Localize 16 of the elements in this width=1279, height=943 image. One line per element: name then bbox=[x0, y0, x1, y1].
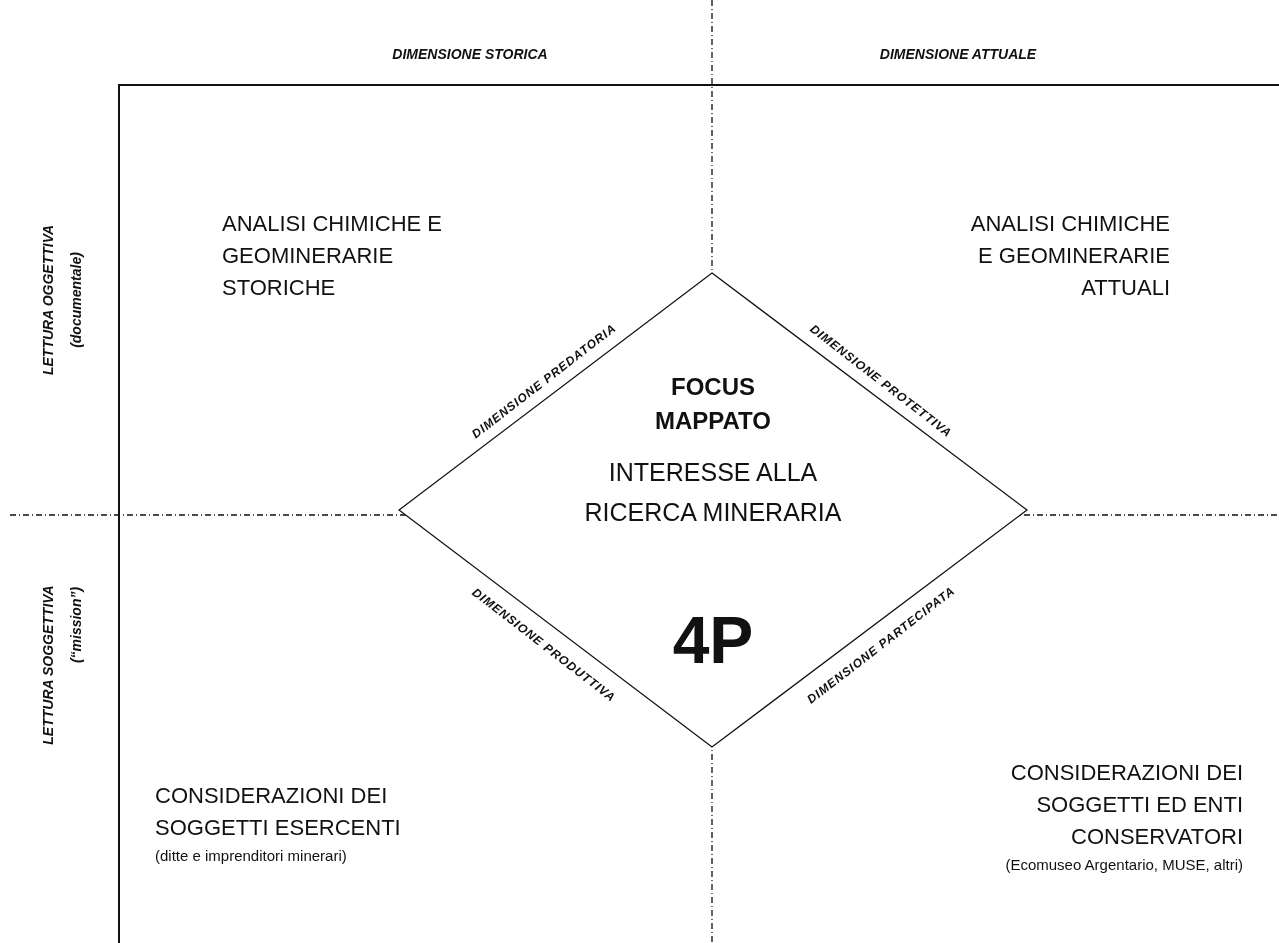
row-heading: LETTURA SOGGETTIVA bbox=[40, 585, 56, 745]
quadrant-text: CONSIDERAZIONI DEI SOGGETTI ESERCENTI bbox=[155, 782, 402, 842]
focus-text: INTERESSE ALLA RICERCA MINERARIA bbox=[583, 457, 843, 528]
row-heading: LETTURA OGGETTIVA bbox=[40, 224, 56, 376]
quadrant-text: ANALISI CHIMICHE E GEOMINERARIE STORICHE bbox=[222, 210, 444, 302]
quadrant-text: ANALISI CHIMICHE E GEOMINERARIE ATTUALI bbox=[969, 210, 1170, 302]
quadrant-text: CONSIDERAZIONI DEI SOGGETTI ED ENTI CONSERVATORI bbox=[1009, 759, 1243, 851]
row-note: (documentale) bbox=[68, 252, 84, 348]
quadrant-note: (ditte e imprenditori minerari) bbox=[155, 846, 348, 866]
quadrant-note: (Ecomuseo Argentario, MUSE, altri) bbox=[1004, 855, 1243, 875]
focus-code: 4P bbox=[671, 602, 755, 678]
row-note: (“mission”) bbox=[68, 586, 84, 664]
focus-title: FOCUS MAPPATO bbox=[654, 372, 772, 436]
focus-diamond bbox=[398, 272, 1028, 748]
column-heading: DIMENSIONE ATTUALE bbox=[879, 46, 1037, 62]
column-heading: DIMENSIONE STORICA bbox=[392, 46, 548, 62]
